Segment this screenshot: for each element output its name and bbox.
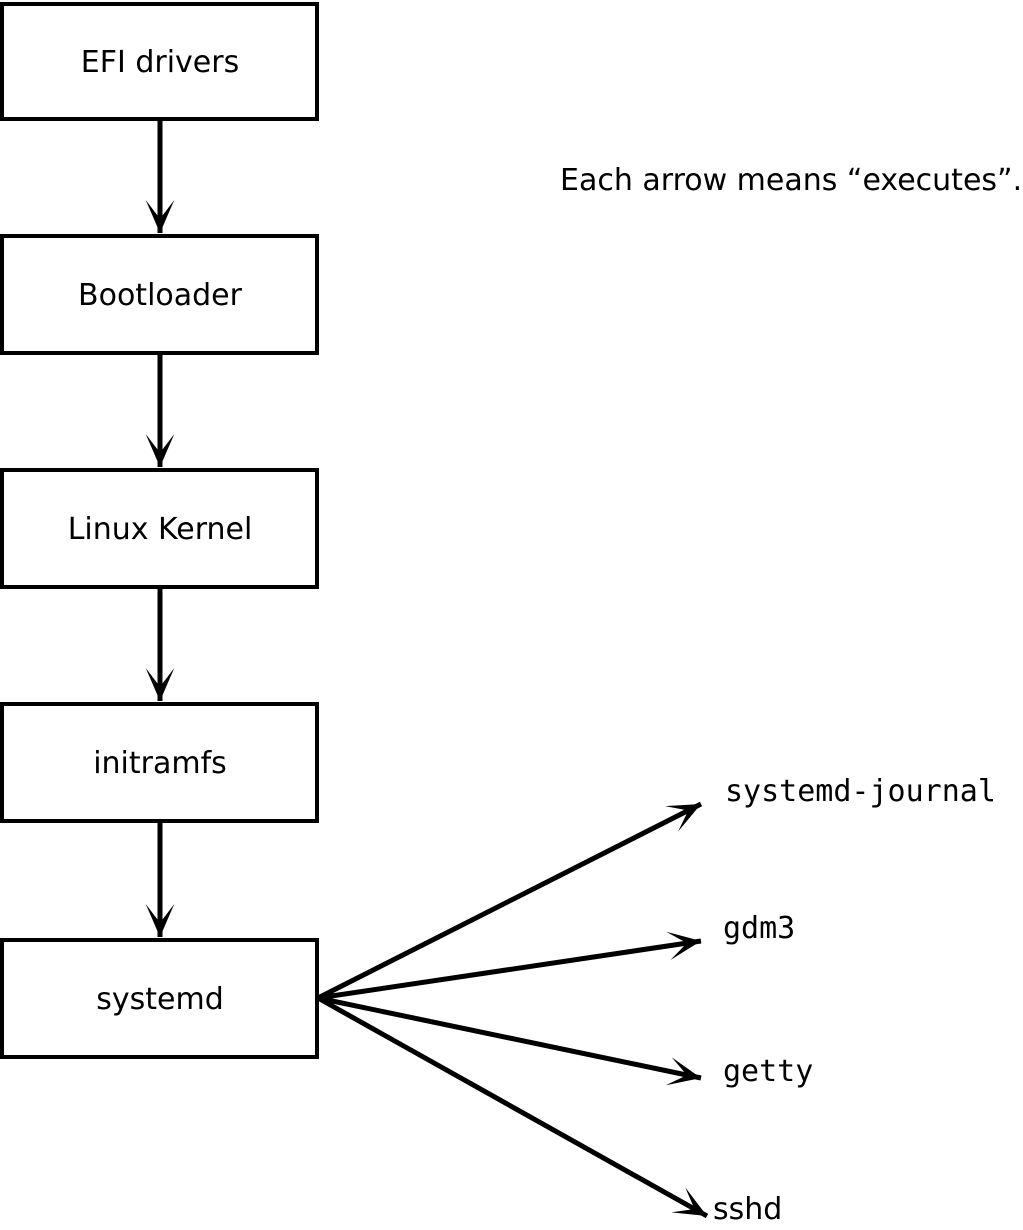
box-label-bootloader: Bootloader [78,278,243,313]
box-linux-kernel [0,468,319,589]
label-systemd-journal: systemd-journal [725,774,996,809]
box-efi-drivers [0,2,319,121]
box-label-systemd: systemd [96,982,224,1017]
box-label-linux-kernel: Linux Kernel [68,512,253,547]
label-gdm3: gdm3 [723,911,795,946]
box-initramfs [0,702,319,823]
box-bootloader [0,234,319,355]
arrow-systemd-to-journal [316,801,703,1001]
box-label-efi-drivers: EFI drivers [81,45,239,80]
arrow-systemd-to-getty [317,995,702,1086]
arrow-systemd-to-gdm3 [317,931,702,1001]
box-systemd [0,938,319,1059]
arrow-systemd-to-sshd [316,995,709,1219]
note-arrow-meaning: Each arrow means “executes”. [560,163,1022,198]
box-label-initramfs: initramfs [93,746,227,781]
label-getty: getty [723,1054,813,1089]
label-sshd: sshd [713,1192,782,1227]
